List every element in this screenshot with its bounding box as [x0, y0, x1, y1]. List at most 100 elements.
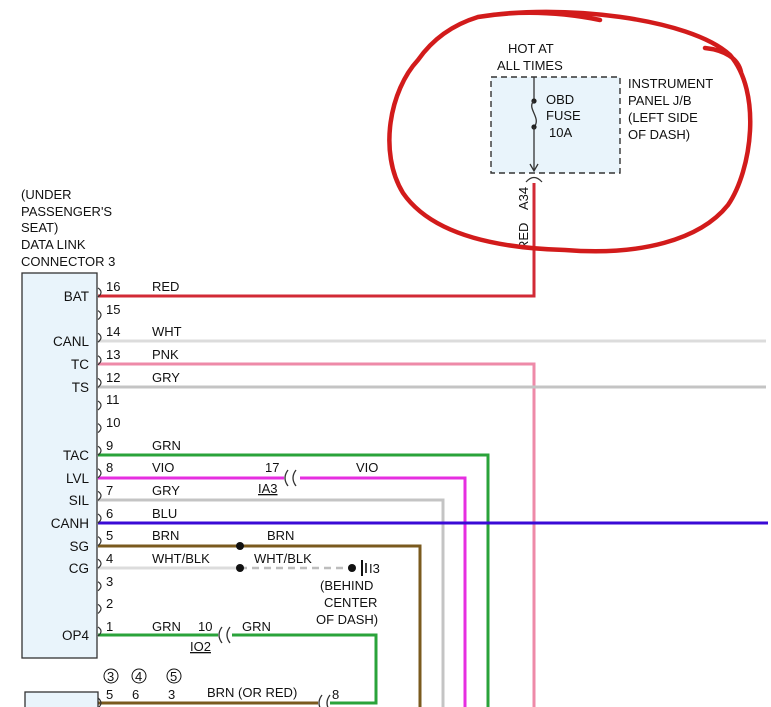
splice-cg — [236, 564, 244, 572]
connector-bottom-icon — [318, 694, 331, 707]
bottom-component — [24, 691, 99, 707]
connector-io2-icon — [218, 626, 231, 644]
pin-hook-icon — [97, 287, 102, 298]
dlc-label-3: SEAT) — [21, 220, 58, 235]
fuse-label-2: FUSE — [546, 108, 581, 123]
pin-number: 11 — [106, 392, 120, 407]
pin-number: 6 — [106, 506, 113, 521]
wire-pnk-tc — [98, 362, 536, 707]
annotation-circle — [387, 9, 753, 254]
wire-grn-tac — [98, 453, 490, 707]
pin-number: 10 — [106, 415, 120, 430]
pin-hook-icon — [97, 536, 102, 547]
pin-name: OP4 — [62, 628, 90, 643]
wire-label: GRY — [152, 370, 180, 385]
ground-icon — [348, 560, 367, 576]
data-link-connector — [21, 272, 98, 659]
pin-hook-icon — [97, 400, 102, 411]
connector-a34-icon — [525, 176, 543, 183]
pin-hook-icon — [97, 423, 102, 434]
ia3-wire-label: VIO — [356, 460, 378, 475]
wire-label: PNK — [152, 347, 179, 362]
pin-number: 1 — [106, 619, 113, 634]
wire-label: WHT — [152, 324, 182, 339]
pin-hook-icon — [97, 445, 102, 456]
wire-red-bat — [98, 183, 536, 298]
jb-label-4: OF DASH) — [628, 127, 690, 142]
wire-label: GRY — [152, 483, 180, 498]
bottom-pin-a: 5 — [106, 687, 113, 702]
pin-number: 3 — [106, 574, 113, 589]
dlc-label-5: CONNECTOR 3 — [21, 254, 115, 269]
wire-label: RED — [152, 279, 179, 294]
wire-label: BRN — [152, 528, 179, 543]
cg-wire-label: WHT/BLK — [254, 551, 312, 566]
pin-hook-icon — [97, 603, 102, 614]
ground-label-3: OF DASH) — [316, 612, 378, 627]
junction-block — [490, 76, 621, 174]
pin-name: BAT — [64, 289, 89, 304]
ia3-pin: 17 — [265, 460, 279, 475]
pin-number: 4 — [106, 551, 113, 566]
wire-gry-sil — [98, 498, 445, 707]
pin-hook-icon — [97, 581, 102, 592]
io2-wire-label: GRN — [242, 619, 271, 634]
pin-number: 14 — [106, 324, 120, 339]
dlc-label-4: DATA LINK — [21, 237, 86, 252]
pin-hook-icon — [97, 558, 102, 569]
wire-label: VIO — [152, 460, 174, 475]
pin-hook-icon — [97, 468, 102, 479]
io2-pin: 10 — [198, 619, 212, 634]
pin-number: 5 — [106, 528, 113, 543]
bottom-pin-c: 3 — [168, 687, 175, 702]
bottom-pin-hook — [97, 697, 102, 707]
pin-name: LVL — [66, 471, 90, 486]
variant-marker-3: 5 — [170, 669, 177, 684]
pin-name: SIL — [69, 493, 90, 508]
ia3-name: IA3 — [258, 481, 278, 496]
pin-name: TAC — [63, 448, 89, 463]
pin-number: 15 — [106, 302, 120, 317]
fuse-label-3: 10A — [549, 125, 572, 140]
pin-number: 12 — [106, 370, 120, 385]
pin-number: 7 — [106, 483, 113, 498]
wires — [98, 183, 768, 707]
fuse-wire-color: RED — [516, 223, 531, 250]
sg-wire-label: BRN — [267, 528, 294, 543]
pin-name: SG — [69, 539, 89, 554]
wire-label: WHT/BLK — [152, 551, 210, 566]
variant-marker-2: 4 — [135, 669, 142, 684]
io2-name: IO2 — [190, 639, 211, 654]
jb-label-3: (LEFT SIDE — [628, 110, 698, 125]
jb-label-1: INSTRUMENT — [628, 76, 713, 91]
fuse-label-1: OBD — [546, 92, 574, 107]
wire-label: BLU — [152, 506, 177, 521]
pin-number: 2 — [106, 596, 113, 611]
hot-label-2: ALL TIMES — [497, 58, 563, 73]
hot-label-1: HOT AT — [508, 41, 554, 56]
pin-name: CG — [69, 561, 89, 576]
pin-hook-icon — [97, 332, 102, 343]
splice-sg — [236, 542, 244, 550]
bottom-wire-label: BRN (OR RED) — [207, 685, 297, 700]
pin-number: 13 — [106, 347, 120, 362]
wire-brn-sg — [98, 544, 422, 707]
pin-name: TC — [71, 357, 89, 372]
ground-id: I3 — [369, 561, 380, 576]
pin-hook-icon — [97, 513, 102, 524]
pin-hook-icon — [97, 377, 102, 388]
connector-ia3-icon — [284, 469, 297, 487]
pin-hook-icon — [97, 355, 102, 366]
pin-name: CANL — [53, 334, 90, 349]
pin-name: CANH — [51, 516, 89, 531]
variant-markers — [103, 668, 182, 684]
terminal-a34: A34 — [516, 187, 531, 210]
variant-marker-1: 3 — [107, 669, 114, 684]
pin-hooks — [97, 287, 102, 637]
ground-label-1: (BEHIND — [320, 578, 373, 593]
pin-number: 8 — [106, 460, 113, 475]
ground-label-2: CENTER — [324, 595, 377, 610]
bottom-pin-right: 8 — [332, 687, 339, 702]
jb-label-2: PANEL J/B — [628, 93, 692, 108]
